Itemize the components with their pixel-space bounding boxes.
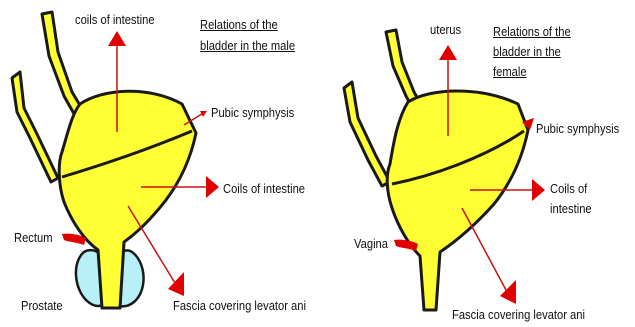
female-arrow-inferolateral [462,208,506,290]
female-title-line-3: female [493,64,527,80]
male-bladder-figure [12,12,219,308]
female-label-pubic: Pubic symphysis [536,121,619,136]
male-arrowhead-superior [108,31,126,46]
female-title-line-2: bladder in the [493,44,561,60]
female-label-posterior: Vagina [354,236,388,251]
male-label-superior: coils of intestine [75,12,155,27]
male-ureter-left [12,72,58,182]
female-label-inferolateral: Fascia covering levator ani [452,307,585,322]
female-arrowhead-superior [439,45,457,60]
male-label-inferior: Prostate [21,298,63,313]
male-label-posterior: Rectum [14,230,53,245]
female-bladder [387,91,528,310]
female-arrowhead-lateral [532,179,545,201]
male-label-inferolateral: Fascia covering levator ani [173,298,306,313]
male-title-line-2: bladder in the male [200,38,295,54]
male-label-pubic: Pubic symphysis [211,105,294,120]
female-label-lateral-2: intestine [550,201,592,216]
female-title-line-1: Relations of the [493,24,571,40]
female-ureter-left [344,82,390,186]
male-arrowhead-lateral [206,176,219,198]
female-label-lateral-1: Coils of [550,181,587,196]
male-label-lateral: Coils of intestine [223,181,305,196]
male-title-line-1: Relations of the [200,17,278,33]
female-label-superior: uterus [430,22,461,37]
